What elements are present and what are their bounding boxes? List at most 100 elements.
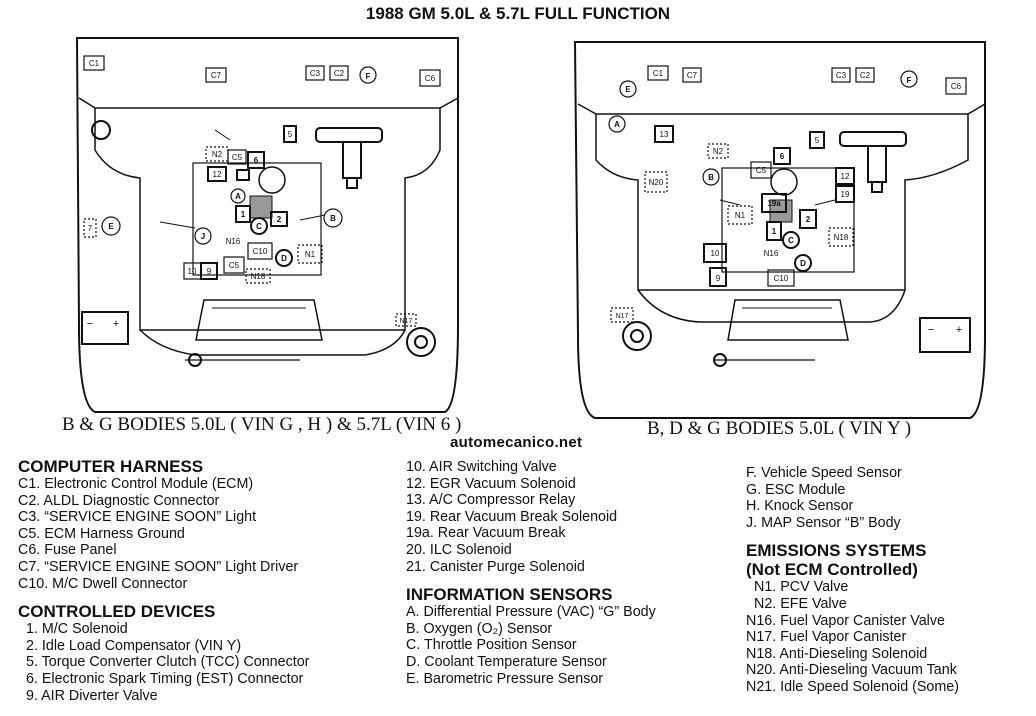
label-5: 5	[288, 130, 293, 139]
label-1: 1	[241, 210, 246, 219]
label-f: F	[907, 76, 912, 85]
label-c5: C5	[232, 153, 243, 162]
legend-item: 5. Torque Converter Clutch (TCC) Connect…	[26, 654, 310, 671]
legend-item: E. Barometric Pressure Sensor	[406, 670, 604, 687]
label-n2: N2	[212, 150, 223, 159]
legend-item: 6. Electronic Spark Timing (EST) Connect…	[26, 670, 304, 687]
right-labels: C1 C7 C3 C2 F C6 E A 13 5 N2 B C5 6 N20 …	[608, 65, 967, 336]
label-7: 7	[88, 224, 93, 233]
label-10: 10	[188, 267, 197, 276]
label-13: 13	[660, 130, 669, 139]
legend-item: N20. Anti-Dieseling Vacuum Tank	[746, 662, 957, 679]
label-c6: C6	[425, 74, 436, 83]
label-6: 6	[254, 156, 259, 165]
engine-diagrams: C1 C7 C3 C2 F C6 5 N2 C5 6 12 A 1 2 C B …	[75, 37, 986, 419]
legend-item: N18. Anti-Dieseling Solenoid	[746, 645, 928, 662]
legend-item: C5. ECM Harness Ground	[18, 525, 185, 542]
label-j: J	[201, 232, 205, 241]
heading-not-ecm-controlled: (Not ECM Controlled)	[746, 560, 918, 580]
label-n20: N20	[649, 178, 664, 187]
label-n16: N16	[226, 237, 241, 246]
legend-column-1: COMPUTER HARNESS C1. Electronic Control …	[18, 457, 378, 704]
label-c1: C1	[89, 59, 100, 68]
label-2: 2	[277, 215, 282, 224]
website-watermark: automecanico.net	[450, 434, 583, 451]
label-n18: N18	[251, 272, 266, 281]
label-c2: C2	[334, 69, 345, 78]
legend-item: G. ESC Module	[746, 481, 846, 498]
legend-item: C3. “SERVICE ENGINE SOON” Light	[18, 509, 257, 526]
label-6: 6	[780, 152, 785, 161]
page-title: 1988 GM 5.0L & 5.7L FULL FUNCTION	[365, 4, 671, 23]
label-c6: C6	[951, 82, 962, 91]
legend-item: D. Coolant Temperature Sensor	[406, 653, 607, 670]
label-c: C	[256, 222, 262, 231]
label-n1: N1	[305, 250, 316, 259]
legend-item: 19. Rear Vacuum Break Solenoid	[406, 508, 618, 525]
legend-item: B. Oxygen (O₂) Sensor	[406, 620, 553, 637]
label-d: D	[800, 259, 806, 268]
label-12: 12	[213, 170, 222, 179]
legend-item: N2. EFE Valve	[754, 595, 847, 612]
legend-item: 12. EGR Vacuum Solenoid	[406, 475, 576, 492]
heading-computer-harness: COMPUTER HARNESS	[18, 457, 204, 476]
legend-item: C7. “SERVICE ENGINE SOON” Light Driver	[18, 558, 299, 575]
label-12: 12	[841, 172, 850, 181]
label-n17: N17	[616, 313, 629, 320]
label-19: 19	[841, 190, 850, 199]
legend-item: 21. Canister Purge Solenoid	[406, 558, 585, 575]
left-engine-bay	[75, 37, 459, 413]
label-n1: N1	[735, 211, 746, 220]
legend-item: C1. Electronic Control Module (ECM)	[18, 476, 254, 492]
label-c7: C7	[211, 71, 222, 80]
legend-column-3: F. Vehicle Speed Sensor G. ESC Module H.…	[746, 465, 1031, 696]
right-diagram-caption: B, D & G BODIES 5.0L ( VIN Y )	[647, 418, 912, 439]
legend-item: 2. Idle Load Compensator (VIN Y)	[26, 637, 242, 654]
label-1: 1	[772, 227, 777, 236]
legend-column-2: 10. AIR Switching Valve 12. EGR Vacuum S…	[406, 459, 736, 687]
label-d: D	[281, 254, 287, 263]
left-labels: C1 C7 C3 C2 F C6 5 N2 C5 6 12 A 1 2 C B …	[83, 55, 441, 330]
label-9: 9	[207, 267, 212, 276]
label-19a: 19a	[767, 199, 781, 208]
label-n2: N2	[713, 147, 724, 156]
legend-item: N17. Fuel Vapor Canister	[746, 629, 907, 646]
legend-item: C10. M/C Dwell Connector	[18, 575, 188, 592]
left-diagram-caption: B & G BODIES 5.0L ( VIN G , H ) & 5.7L (…	[62, 414, 462, 435]
legend-item: 13. A/C Compressor Relay	[406, 492, 576, 509]
legend-item: F. Vehicle Speed Sensor	[746, 465, 902, 481]
label-b: B	[708, 173, 714, 182]
legend-item: 20. ILC Solenoid	[406, 541, 512, 558]
label-a: A	[235, 192, 241, 201]
label-b: B	[330, 214, 336, 223]
label-n18: N18	[834, 233, 849, 242]
legend-item: 10. AIR Switching Valve	[406, 459, 557, 475]
label-2: 2	[806, 215, 811, 224]
label-c5-lower: C5	[229, 261, 240, 270]
label-c3: C3	[310, 69, 321, 78]
label-c5: C5	[756, 166, 767, 175]
legend-item: C. Throttle Position Sensor	[406, 637, 577, 654]
label-battery-plus: +	[113, 318, 119, 330]
label-c7: C7	[687, 71, 698, 80]
label-battery-plus: +	[956, 324, 962, 336]
label-n16: N16	[764, 249, 779, 258]
legend-item: A. Differential Pressure (VAC) “G” Body	[406, 604, 656, 621]
heading-controlled-devices: CONTROLLED DEVICES	[18, 602, 216, 622]
label-5: 5	[815, 136, 820, 145]
heading-emissions-systems: EMISSIONS SYSTEMS	[746, 541, 927, 561]
legend-item: 19a. Rear Vacuum Break	[406, 525, 566, 542]
label-battery-minus: −	[928, 324, 934, 336]
label-c: C	[788, 236, 794, 245]
legend-item: J. MAP Sensor “B” Body	[746, 514, 901, 531]
label-battery-minus: −	[87, 318, 93, 330]
label-e: E	[625, 85, 631, 94]
legend-item: N21. Idle Speed Solenoid (Some)	[746, 678, 959, 695]
label-n17: N17	[400, 318, 413, 325]
label-a: A	[614, 120, 620, 129]
legend-item: N16. Fuel Vapor Canister Valve	[746, 612, 945, 629]
legend-item: C2. ALDL Diagnostic Connector	[18, 492, 220, 509]
label-9: 9	[716, 274, 721, 283]
heading-information-sensors: INFORMATION SENSORS	[406, 585, 613, 605]
label-c2: C2	[860, 71, 871, 80]
